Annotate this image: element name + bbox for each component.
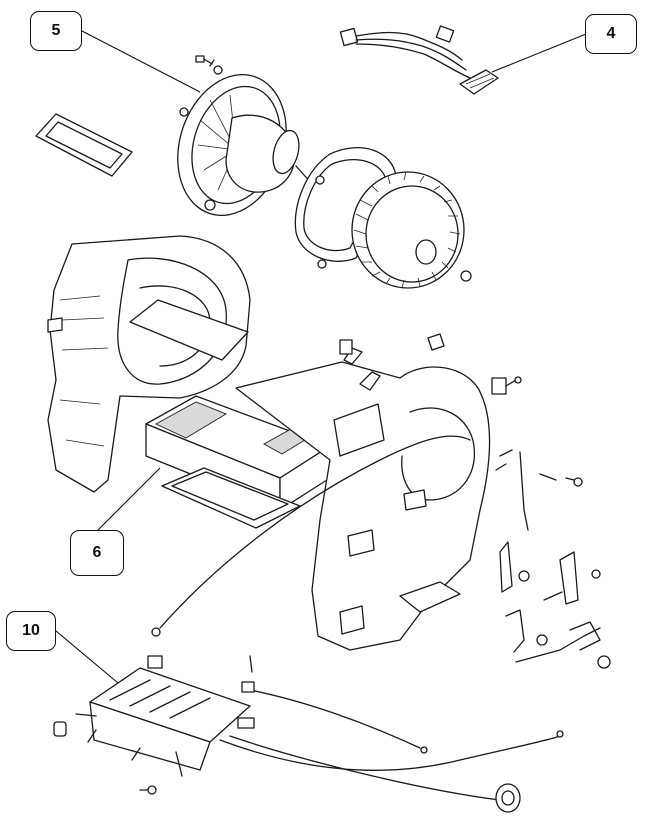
callout-label: 4 bbox=[606, 25, 616, 42]
callout-6: 6 bbox=[70, 530, 124, 576]
control-panel-assembly bbox=[53, 655, 255, 795]
gasket-frame bbox=[35, 113, 133, 177]
callout-4: 4 bbox=[585, 14, 637, 54]
blower-motor bbox=[177, 74, 313, 216]
callout-10: 10 bbox=[6, 611, 56, 651]
callout-5: 5 bbox=[30, 11, 82, 51]
control-linkage bbox=[499, 451, 611, 669]
control-knob bbox=[495, 783, 521, 813]
blower-wheel bbox=[351, 171, 472, 289]
heater-core bbox=[145, 395, 331, 529]
small-fittings bbox=[339, 333, 583, 487]
bowden-cables bbox=[151, 435, 564, 801]
leader-10 bbox=[55, 630, 125, 689]
leader-lines bbox=[55, 30, 587, 689]
wiring-harness bbox=[339, 25, 499, 95]
screw-top bbox=[195, 55, 223, 75]
heater-box-lower bbox=[235, 347, 491, 651]
leader-6 bbox=[97, 467, 161, 531]
callout-label: 10 bbox=[22, 622, 40, 639]
upper-blower-housing bbox=[47, 235, 251, 493]
callout-label: 5 bbox=[51, 22, 61, 39]
leader-5 bbox=[81, 30, 201, 93]
leader-4 bbox=[491, 33, 587, 73]
fan-shroud-ring bbox=[294, 147, 397, 269]
callout-label: 6 bbox=[92, 544, 102, 561]
